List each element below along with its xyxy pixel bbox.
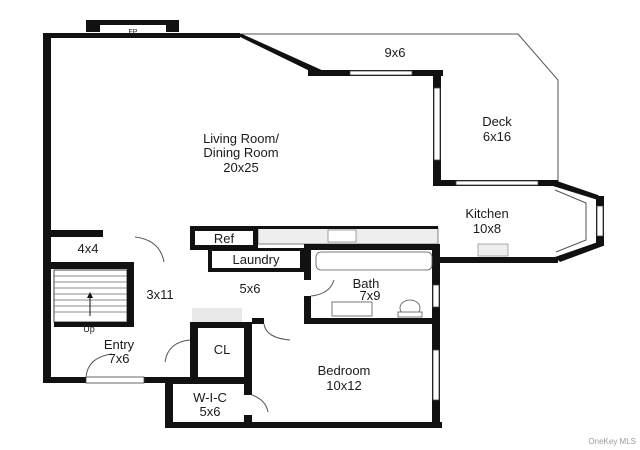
deck-window-top bbox=[349, 70, 413, 76]
bath-window bbox=[432, 284, 440, 308]
kitchen-dims: 10x8 bbox=[473, 221, 501, 236]
ref-box bbox=[195, 231, 253, 245]
wic-door-swing bbox=[251, 394, 269, 413]
cl-left-wall bbox=[190, 322, 198, 380]
cl-label: CL bbox=[214, 342, 231, 357]
stair-bottom-wall bbox=[54, 322, 134, 327]
right-wall bbox=[432, 244, 440, 428]
watermark: OneKey MLS bbox=[588, 437, 636, 446]
stair-arrow-head bbox=[87, 292, 93, 298]
living-label-1: Living Room/ bbox=[203, 131, 279, 146]
kitchen-bottom-wall bbox=[438, 257, 558, 263]
stair-wall bbox=[127, 262, 134, 322]
bath-left-wall-top bbox=[304, 248, 311, 280]
kitchen-sink bbox=[327, 229, 357, 243]
closet-door-gap bbox=[103, 230, 135, 237]
wic-door-gap bbox=[244, 395, 252, 415]
bay-wall-top bbox=[553, 180, 603, 200]
cl-door-swing bbox=[164, 339, 191, 363]
deck-label: Deck bbox=[482, 114, 512, 129]
closet-4x4-label: 4x4 bbox=[78, 241, 99, 256]
bath-top-wall bbox=[304, 244, 438, 250]
bath-bottom-wall bbox=[304, 318, 440, 324]
bath-label: Bath bbox=[353, 276, 380, 291]
entry-dims: 7x6 bbox=[109, 351, 130, 366]
entry-label: Entry bbox=[104, 337, 135, 352]
cl-shelf bbox=[192, 308, 242, 322]
wic-top-wall bbox=[165, 377, 252, 384]
bay-window bbox=[596, 205, 604, 237]
top-wall bbox=[43, 33, 240, 38]
closet-top-wall bbox=[51, 230, 131, 237]
hall-label: 3x11 bbox=[146, 287, 173, 302]
bath-vanity bbox=[331, 301, 373, 317]
deck-dims: 6x16 bbox=[483, 129, 511, 144]
living-label-2: Dining Room bbox=[203, 145, 278, 160]
wic-label: W-I-C bbox=[193, 390, 227, 405]
kitchen-window bbox=[455, 180, 539, 186]
bathtub bbox=[315, 251, 433, 271]
stairs-up-label: Up bbox=[83, 324, 95, 334]
hall2-label: 5x6 bbox=[240, 281, 261, 296]
bedroom-window bbox=[432, 349, 440, 401]
entry-door-swing bbox=[85, 353, 113, 378]
bedroom-top-wall bbox=[252, 318, 264, 324]
laundry-label: Laundry bbox=[233, 252, 280, 267]
bath-dims: 7x9 bbox=[360, 288, 381, 303]
fireplace-label: FP bbox=[129, 29, 138, 36]
wic-dims: 5x6 bbox=[200, 404, 221, 419]
angled-wall bbox=[234, 34, 326, 75]
bath-left-wall-bot bbox=[304, 296, 311, 324]
bedroom-dims: 10x12 bbox=[326, 378, 361, 393]
living-dims: 20x25 bbox=[223, 160, 258, 175]
bottom-wall bbox=[165, 422, 442, 428]
bath-door-swing bbox=[310, 279, 335, 297]
kitchen-label: Kitchen bbox=[465, 206, 508, 221]
stove bbox=[477, 243, 509, 257]
deck-window-right bbox=[433, 87, 441, 161]
left-wall bbox=[43, 33, 51, 382]
closet-door-swing bbox=[134, 236, 165, 263]
deck-outline bbox=[240, 33, 559, 182]
bay-wall-bottom bbox=[555, 242, 603, 262]
toilet-tank bbox=[397, 311, 423, 318]
closet-bottom-wall bbox=[51, 262, 131, 269]
cl-top-wall bbox=[190, 322, 248, 328]
fireplace bbox=[100, 25, 166, 35]
bedroom-label: Bedroom bbox=[318, 363, 371, 378]
ref-label: Ref bbox=[214, 231, 235, 246]
wic-left-wall bbox=[165, 377, 173, 427]
deck-top-label: 9x6 bbox=[385, 45, 406, 60]
entry-door bbox=[85, 376, 145, 384]
counter-edge bbox=[258, 226, 438, 229]
laundry-box bbox=[212, 251, 300, 268]
bay-counter bbox=[554, 189, 587, 253]
cl-right-wall bbox=[244, 322, 252, 380]
bedroom-door-swing bbox=[263, 323, 291, 341]
